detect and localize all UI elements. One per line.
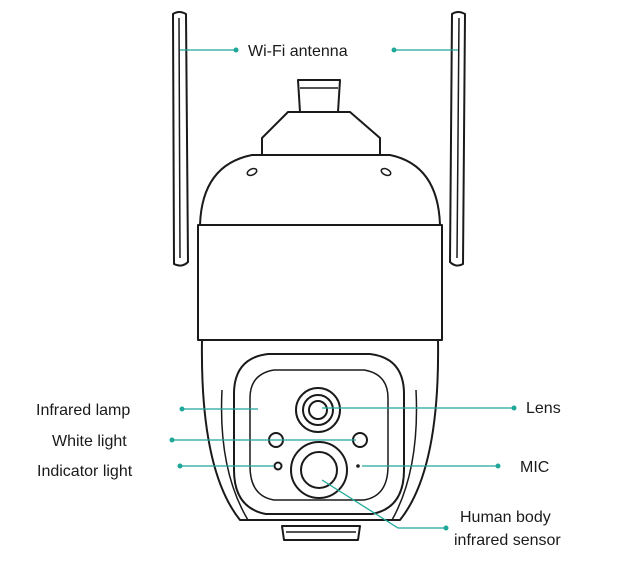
label-lens: Lens [526, 400, 561, 417]
label-infrared-lamp: Infrared lamp [36, 402, 130, 419]
label-indicator-light: Indicator light [37, 463, 133, 480]
camera-lens [295, 387, 341, 433]
leader-wifi-left-dot [233, 47, 239, 53]
camera-head [199, 154, 441, 226]
front-panel [233, 353, 405, 515]
label-wifi-antenna: Wi-Fi antenna [248, 43, 348, 60]
leader-human-sensor [321, 479, 446, 529]
leader-infrared-lamp-dot [179, 406, 185, 412]
leader-lines [169, 47, 517, 531]
leader-mic-dot [495, 463, 501, 469]
indicator-light [273, 461, 283, 471]
left-antenna [172, 11, 189, 267]
label-white-light: White light [52, 433, 127, 450]
camera-middle-band [197, 224, 443, 341]
label-human-sensor-line2: infrared sensor [454, 532, 561, 549]
camera-neck [261, 79, 381, 156]
leader-human-sensor-dot [443, 525, 449, 531]
leader-wifi-right-dot [391, 47, 397, 53]
label-human-sensor-line1: Human body [460, 509, 551, 526]
leader-indicator-light-dot [177, 463, 183, 469]
human-body-sensor [290, 441, 348, 499]
label-mic: MIC [520, 459, 549, 476]
leader-white-light-dot [169, 437, 175, 443]
right-antenna [449, 11, 466, 267]
mic-hole [356, 464, 360, 468]
leader-lens-dot [511, 405, 517, 411]
